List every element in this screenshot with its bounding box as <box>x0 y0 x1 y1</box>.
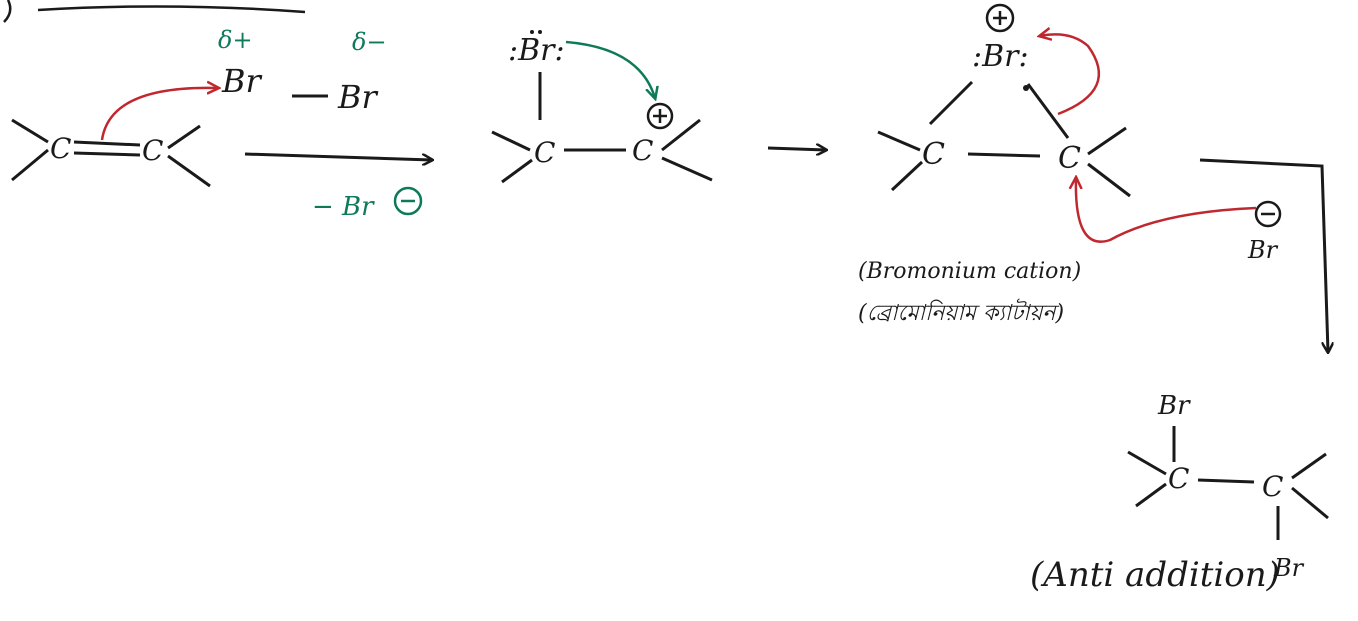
heading-underline <box>37 5 306 14</box>
product-bromine-bottom: Br <box>1273 554 1305 582</box>
delta-minus-label: δ− <box>352 28 387 56</box>
bromonium-caption-english: (Bromonium cation) <box>858 259 1081 284</box>
bromine-molecule: δ+ δ− Br Br <box>218 26 387 116</box>
product-bromine-top: Br <box>1157 391 1191 421</box>
leaving-bromide: − Br <box>312 186 423 222</box>
carbocation-carbon-right: C <box>632 134 653 167</box>
minus-br-label: − Br <box>312 192 375 222</box>
reaction-arrow-3 <box>1199 158 1328 352</box>
pi-electron-arrow <box>100 88 218 141</box>
carbocation-structure: :Br: C C <box>491 30 713 184</box>
reaction-arrow-1 <box>244 152 432 160</box>
alkene-carbon-right: C <box>142 134 163 167</box>
attacking-bromide: Br <box>1247 200 1282 264</box>
carbocation-carbon-left: C <box>534 136 555 169</box>
bromonium-structure: :Br: C C <box>877 3 1131 198</box>
anti-addition-caption: (Anti addition) <box>1030 555 1280 595</box>
delta-plus-label: δ+ <box>218 26 253 54</box>
bromine-atom-1: Br <box>221 62 263 100</box>
reaction-arrow-2 <box>767 148 826 150</box>
backside-attack-arrow <box>1076 178 1257 243</box>
bromonium-carbon-left: C <box>922 137 945 172</box>
ring-closure-arrow <box>1040 34 1101 116</box>
product-structure: Br C C Br <box>1127 391 1329 582</box>
product-carbon-right: C <box>1262 470 1283 503</box>
alkene-carbon-left: C <box>50 132 71 165</box>
bromonium-carbon-right: C <box>1058 141 1081 176</box>
bromonium-caption-bengali: (ব্রোমোনিয়াম ক্যাটায়ন) <box>858 298 1064 326</box>
alkene-structure: C C <box>11 118 211 188</box>
bromine-atom-2: Br <box>337 78 379 116</box>
bromide-symbol: Br <box>1247 236 1279 264</box>
lone-pair-arrow <box>565 40 655 98</box>
bromine-lone-pairs: :Br: <box>508 33 565 68</box>
bromonium-bromine: :Br: <box>972 39 1029 74</box>
product-carbon-left: C <box>1168 462 1189 495</box>
heading-mark <box>3 0 12 23</box>
